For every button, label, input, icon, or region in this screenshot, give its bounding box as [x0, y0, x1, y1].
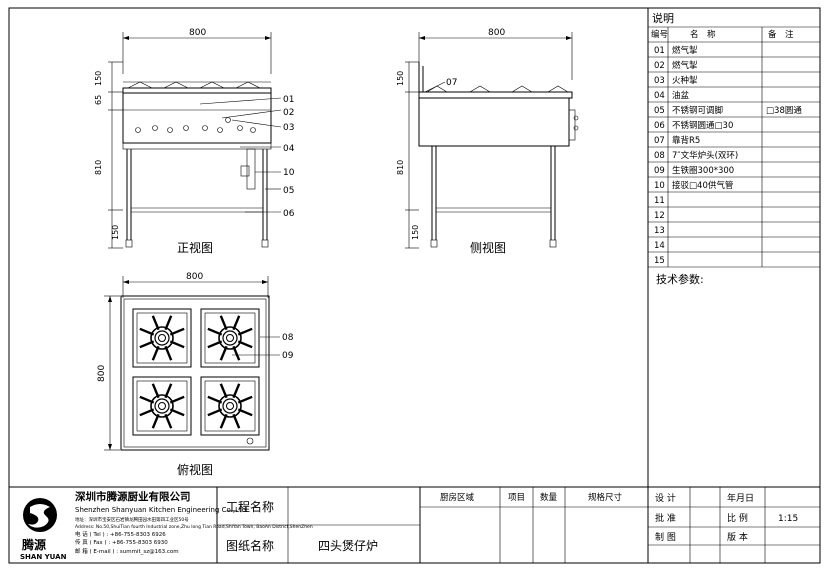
front-dim-h-top: 150 [94, 71, 103, 86]
front-dim-width: 800 [189, 28, 206, 38]
col-qty: 数量 [540, 492, 558, 503]
callout-02: 02 [283, 108, 294, 118]
company-tel: 电 话 ( Tel ) : +86-755-8303 6926 [75, 530, 166, 538]
col-spec: 规格尺寸 [588, 492, 623, 503]
logo-cn: 腾源 [21, 537, 46, 552]
col-item: 项目 [508, 493, 525, 503]
legend-row-no: 10 [654, 181, 665, 191]
side-dim-h-bottom: 150 [411, 225, 420, 240]
legend-row-name: 不锈钢圆通□30 [672, 120, 733, 131]
version-label: 版 本 [727, 531, 748, 543]
legend-row-no: 06 [654, 121, 665, 131]
callout-08: 08 [282, 333, 294, 343]
burner-4 [200, 376, 260, 436]
draw-label: 制 图 [655, 531, 676, 543]
burner-3 [132, 376, 192, 436]
legend-row-no: 02 [654, 61, 665, 71]
legend-header-name: 名 称 [690, 29, 716, 40]
legend-row-name: 火种掣 [672, 75, 698, 86]
approve-label: 批 准 [655, 512, 676, 524]
company-email: 邮 箱 ( E-mail ) : summit_sz@163.com [75, 547, 179, 555]
logo-en: SHAN YUAN [20, 553, 67, 561]
legend-row-no: 01 [654, 46, 665, 56]
burner-2 [200, 308, 260, 368]
front-dim-h-bottom: 150 [111, 225, 120, 240]
legend-header-note: 备 注 [768, 29, 794, 40]
callout-09: 09 [282, 351, 294, 361]
side-dim-width: 800 [488, 28, 505, 38]
front-view: 800 150 65 810 150 [94, 28, 295, 255]
legend-rows: 01 燃气掣 02 燃气掣 03 火种掣 04 油盆 05 不锈钢可调脚 □38圆通 06 不锈钢圆通□… [648, 45, 820, 268]
sheet-border [8, 7, 821, 564]
legend-row-no: 14 [654, 241, 665, 251]
legend-row-name: 7″文华炉头(双环) [672, 150, 738, 161]
design-label: 设 计 [655, 492, 676, 504]
legend-header-no: 编号 [651, 29, 668, 40]
legend-row-no: 07 [654, 136, 665, 146]
project-label: 工程名称 [226, 499, 274, 514]
callout-03: 03 [283, 123, 294, 133]
company-logo: 腾源 SHAN YUAN [20, 498, 67, 561]
callout-01: 01 [283, 95, 294, 105]
top-view: 800 800 08 09 俯视图 [97, 272, 294, 477]
company-fax: 传 真 ( Fax ) : +86-755-8303 6930 [75, 538, 168, 546]
scale-label: 比 例 [727, 512, 748, 524]
date-label: 年月日 [727, 492, 754, 504]
top-view-title: 俯视图 [177, 462, 213, 477]
front-dim-h-panel: 65 [94, 95, 103, 105]
callout-07: 07 [446, 78, 457, 88]
legend-table: 说明 编号 名 称 备 注 01 燃气掣 02 燃气掣 03 火种掣 04 油盆 05 不锈钢可调… [647, 8, 820, 487]
company-address-en: Address: No.50,ShuiTian fourth Industria… [75, 524, 313, 530]
legend-row-name: 不锈钢可调脚 [672, 105, 723, 116]
top-dim-width: 800 [186, 272, 203, 282]
drawing-label: 图纸名称 [226, 538, 274, 553]
legend-row-no: 15 [654, 256, 665, 266]
col-area: 厨房区域 [440, 492, 475, 503]
legend-row-name: 油盆 [672, 90, 690, 101]
company-name-cn: 深圳市腾源厨业有限公司 [75, 490, 191, 503]
callout-04: 04 [283, 144, 295, 154]
callout-06: 06 [283, 209, 295, 219]
drawing-name: 四头煲仔炉 [318, 538, 378, 553]
front-dim-h-body: 810 [94, 160, 103, 175]
legend-row-name: 生铁圈300*300 [672, 165, 734, 176]
legend-row-no: 05 [654, 106, 665, 116]
callout-10: 10 [283, 168, 295, 178]
title-block: 工程名称 图纸名称 四头煲仔炉 厨房区域 项目 数量 规格尺寸 设 计 批 准 … [9, 486, 820, 563]
legend-row-no: 03 [654, 76, 665, 86]
side-view-title: 侧视图 [470, 240, 506, 255]
side-view: 800 150 810 150 07 侧视图 [396, 28, 579, 255]
top-burners [132, 308, 260, 436]
company-address-cn: 地址：深圳市宝安区石岩镇龙腾田园水田第四工业区50号 [75, 516, 189, 523]
legend-row-name: 接驳□40供气管 [672, 180, 733, 191]
legend-row-no: 04 [654, 91, 665, 101]
tech-params-label: 技术参数: [656, 272, 704, 286]
legend-row-name: 燃气掣 [672, 60, 698, 71]
legend-row-no: 09 [654, 166, 665, 176]
legend-row-no: 12 [654, 211, 665, 221]
legend-row-name: 燃气掣 [672, 45, 698, 56]
callout-05: 05 [283, 186, 294, 196]
side-dim-h-body: 810 [396, 160, 405, 175]
legend-row-no: 08 [654, 151, 665, 161]
company-name-en: Shenzhen Shanyuan Kitchen Engineering Co… [75, 506, 248, 514]
legend-title: 说明 [652, 11, 674, 25]
legend-row-note: □38圆通 [766, 105, 802, 116]
front-knobs [135, 117, 256, 133]
top-dim-depth: 800 [97, 365, 107, 382]
legend-row-name: 靠背R5 [672, 135, 700, 146]
legend-row-no: 11 [654, 196, 665, 206]
side-dim-h-top: 150 [396, 71, 405, 86]
burner-1 [132, 308, 192, 368]
scale-value: 1:15 [778, 514, 798, 524]
front-view-title: 正视图 [177, 240, 213, 255]
legend-row-no: 13 [654, 226, 665, 236]
